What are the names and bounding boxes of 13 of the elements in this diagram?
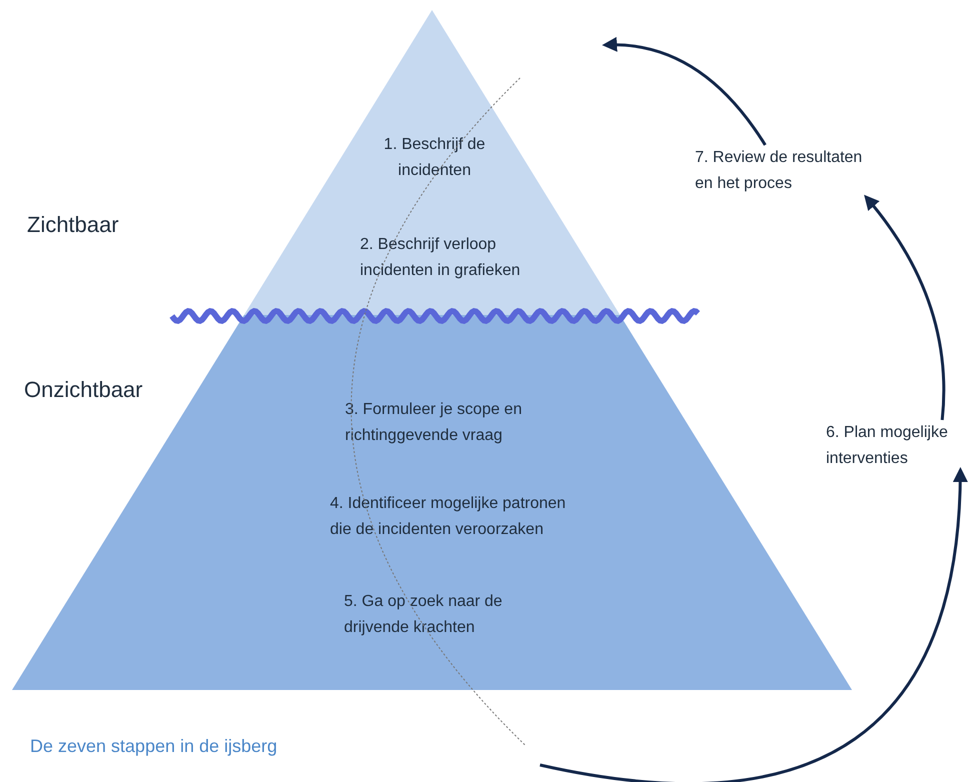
step-label: 1. Beschrijf de incidenten	[367, 132, 502, 184]
section-label: Onzichtbaar	[24, 377, 143, 403]
section-label: Zichtbaar	[27, 212, 119, 238]
caption: De zeven stappen in de ijsberg	[30, 736, 278, 757]
arrow	[602, 37, 766, 146]
arrow	[864, 194, 946, 420]
step-label: 4. Identificeer mogelijke patronen die de incidenten veroorzaken	[330, 491, 580, 543]
step-label: 7. Review de resultaten en het proces	[695, 145, 875, 197]
step-label: 2. Beschrijf verloop incidenten in grafieken	[360, 232, 550, 284]
step-label: 3. Formuleer je scope en richtinggevende vraag	[345, 397, 560, 449]
step-label: 6. Plan mogelijke interventies	[826, 420, 966, 470]
step-label: 5. Ga op zoek naar de drijvende krachten	[344, 589, 529, 641]
arrow	[540, 467, 968, 782]
